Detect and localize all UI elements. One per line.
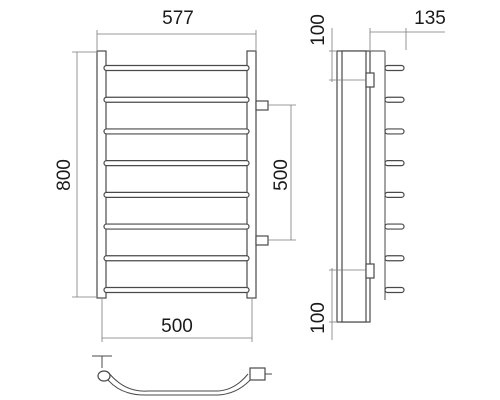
lower-connection-stub [255, 235, 269, 246]
dimension-overall-width: 577 [96, 8, 257, 50]
label-horizontal-center-distance: 500 [161, 316, 193, 337]
left-post [96, 50, 107, 299]
rungs [103, 64, 250, 294]
rung [103, 64, 250, 72]
rung [103, 255, 250, 262]
label-top-offset: 100 [308, 14, 329, 46]
label-height: 800 [54, 159, 75, 191]
side-post-inner [341, 50, 367, 323]
rung [103, 96, 250, 103]
top-right-connector [249, 367, 266, 381]
rung [103, 286, 250, 294]
rung [103, 128, 250, 135]
top-left-connector [97, 370, 111, 382]
label-depth: 135 [414, 8, 446, 29]
label-overall-width: 577 [162, 8, 194, 29]
dimension-top-offset: 100 [308, 14, 366, 82]
dimension-bottom-offset: 100 [308, 268, 366, 340]
side-rung [384, 128, 405, 135]
side-upper-pipe [365, 72, 375, 88]
dimension-vertical-center-distance: 500 [268, 104, 296, 241]
dimension-depth: 135 [369, 8, 446, 50]
rung [103, 160, 250, 167]
label-vertical-center-distance: 500 [271, 159, 292, 191]
top-rail-curve [107, 371, 249, 392]
front-view [96, 50, 269, 299]
top-view [92, 355, 272, 396]
dimension-horizontal-center-distance: 500 [101, 299, 253, 342]
side-rung [384, 160, 405, 167]
side-rung [384, 96, 405, 103]
side-lower-pipe [365, 263, 375, 279]
upper-connection-stub [255, 100, 269, 111]
side-view [336, 50, 405, 323]
side-rung [384, 223, 405, 230]
rung [103, 223, 250, 230]
right-post [246, 50, 257, 299]
rung [103, 191, 250, 198]
side-rung [384, 286, 405, 294]
side-rung [384, 64, 405, 72]
label-bottom-offset: 100 [308, 302, 329, 334]
side-rungs [384, 64, 405, 294]
side-rung [384, 255, 405, 262]
dimension-height: 800 [54, 51, 96, 298]
side-rung [384, 191, 405, 198]
